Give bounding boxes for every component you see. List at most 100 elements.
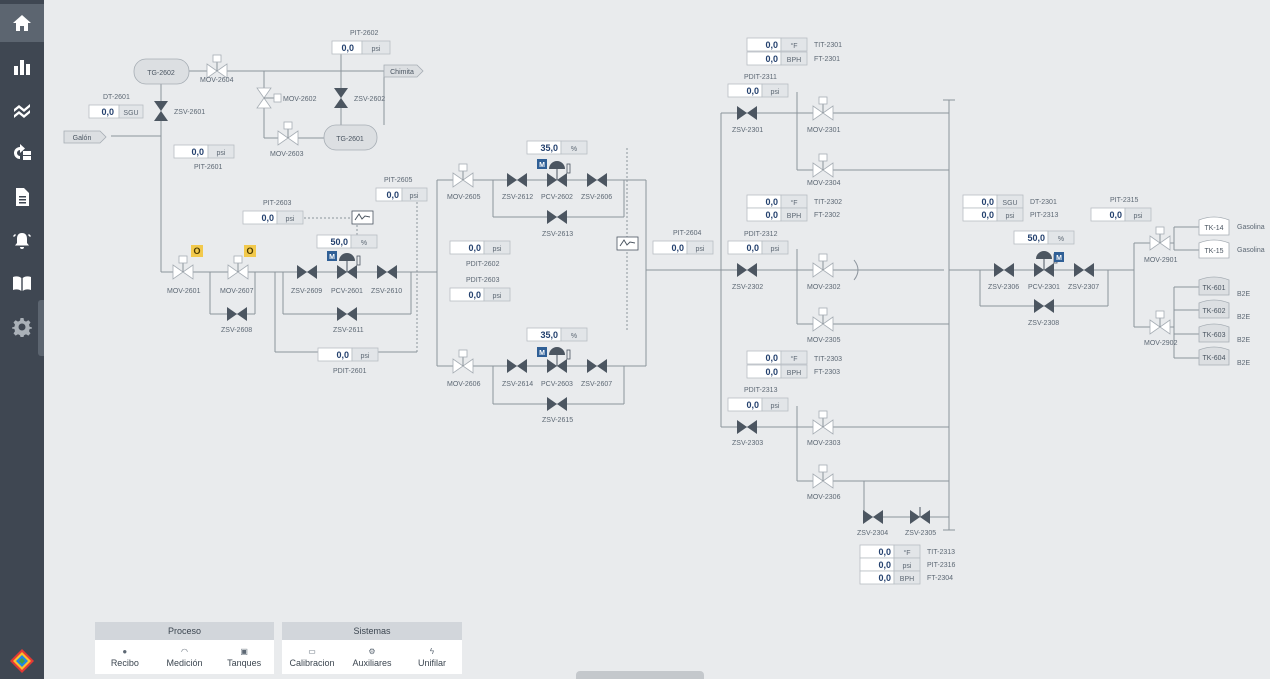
nav-manual[interactable] xyxy=(0,264,44,302)
field-pcv2603[interactable]: 35,0% xyxy=(526,327,588,342)
valve-zsv2612[interactable] xyxy=(507,173,527,187)
valve-zsv2611[interactable] xyxy=(337,307,357,321)
nav-trend[interactable] xyxy=(0,91,44,129)
valve-mov2305[interactable] xyxy=(812,307,834,332)
valve-zsv2304[interactable] xyxy=(863,510,883,524)
nav-document[interactable] xyxy=(0,178,44,216)
sidebar-collapse-handle[interactable] xyxy=(38,300,44,356)
valve-mov2902[interactable] xyxy=(1149,310,1171,335)
valve-zsv2607[interactable] xyxy=(587,359,607,373)
valve-mov2901[interactable] xyxy=(1149,226,1171,251)
tank-tk14[interactable]: TK-14 xyxy=(1198,216,1230,236)
valve-zsv2303[interactable] xyxy=(737,420,757,434)
valve-zsv2613[interactable] xyxy=(547,210,567,224)
tank-tg2601[interactable]: TG-2601 xyxy=(323,124,378,151)
tank-tk15[interactable]: TK-15 xyxy=(1198,239,1230,259)
nav-bar-chart[interactable] xyxy=(0,48,44,86)
valve-zsv2602[interactable] xyxy=(334,88,348,108)
valve-mov2301[interactable] xyxy=(812,96,834,121)
field-pcv2601[interactable]: 50,0% xyxy=(316,234,378,249)
svg-text:ZSV-2608: ZSV-2608 xyxy=(221,327,252,334)
svg-text:TK-14: TK-14 xyxy=(1204,225,1223,232)
valve-zsv2302[interactable] xyxy=(737,263,757,277)
valve-mov2604[interactable] xyxy=(206,54,228,79)
svg-text:M: M xyxy=(1056,255,1062,262)
field-pcv2301[interactable]: 50,0% xyxy=(1013,230,1075,245)
nav-swap[interactable] xyxy=(0,134,44,172)
field-tit2303[interactable]: 0,0°F xyxy=(746,350,808,365)
valve-pcv2603[interactable] xyxy=(547,347,571,373)
valve-zsv2608[interactable] xyxy=(227,307,247,321)
valve-mov2304[interactable] xyxy=(812,153,834,178)
valve-zsv2305[interactable] xyxy=(910,507,930,524)
auxiliares-button[interactable]: ⚙Auxiliares xyxy=(352,647,392,668)
valve-mov2302[interactable] xyxy=(812,253,834,278)
valve-mov2607[interactable] xyxy=(227,255,249,280)
valve-mov2602[interactable] xyxy=(256,87,282,109)
field-tit2301[interactable]: 0,0°F xyxy=(746,37,808,52)
tank-tk602[interactable]: TK-602 xyxy=(1198,299,1230,319)
svg-text:ZSV-2610: ZSV-2610 xyxy=(371,288,402,295)
valve-zsv2601[interactable] xyxy=(154,101,168,121)
field-tit2313[interactable]: 0,0°F xyxy=(859,544,921,559)
valve-zsv2306[interactable] xyxy=(994,263,1014,277)
tanques-button[interactable]: ▣Tanques xyxy=(227,647,262,668)
field-pcv2602[interactable]: 35,0% xyxy=(526,140,588,155)
tank-tg2602[interactable]: TG-2602 xyxy=(133,58,190,85)
valve-mov2601[interactable] xyxy=(172,255,194,280)
tank-tk604[interactable]: TK-604 xyxy=(1198,346,1230,366)
svg-text:TK-601: TK-601 xyxy=(1203,285,1226,292)
recibo-button[interactable]: ●Recibo xyxy=(110,647,139,668)
status-badge-mov2607: O xyxy=(244,245,256,257)
valve-zsv2307[interactable] xyxy=(1074,263,1094,277)
valve-zsv2614[interactable] xyxy=(507,359,527,373)
trend-icon[interactable] xyxy=(351,210,374,225)
valve-mov2603[interactable] xyxy=(277,121,299,146)
nav-home[interactable] xyxy=(0,4,44,42)
svg-text:0,0: 0,0 xyxy=(878,560,891,570)
valve-mov2303[interactable] xyxy=(812,410,834,435)
tank-tk603[interactable]: TK-603 xyxy=(1198,323,1230,343)
valve-pcv2601[interactable] xyxy=(337,253,361,279)
valve-zsv2615[interactable] xyxy=(547,397,567,411)
valve-pcv2301[interactable] xyxy=(1034,251,1058,277)
valve-zsv2606[interactable] xyxy=(587,173,607,187)
valve-mov2306[interactable] xyxy=(812,464,834,489)
valve-zsv2301[interactable] xyxy=(737,106,757,120)
calibracion-button[interactable]: ▭Calibracion xyxy=(289,647,335,668)
medicion-button[interactable]: ◠Medición xyxy=(166,647,203,668)
tank-tk601[interactable]: TK-601 xyxy=(1198,276,1230,296)
valve-mov2606[interactable] xyxy=(452,349,474,374)
valve-zsv2308[interactable] xyxy=(1034,299,1054,313)
valve-pcv2602[interactable] xyxy=(547,161,571,187)
field-tit2302[interactable]: 0,0°F xyxy=(746,194,808,209)
nav-settings[interactable] xyxy=(0,308,44,346)
valve-mov2605[interactable] xyxy=(452,163,474,188)
horizontal-scrollbar[interactable] xyxy=(576,671,704,679)
trend-icon[interactable] xyxy=(616,236,639,251)
valve-zsv2609[interactable] xyxy=(297,265,317,279)
nav-alarm[interactable] xyxy=(0,221,44,259)
valve-zsv2610[interactable] xyxy=(377,265,397,279)
